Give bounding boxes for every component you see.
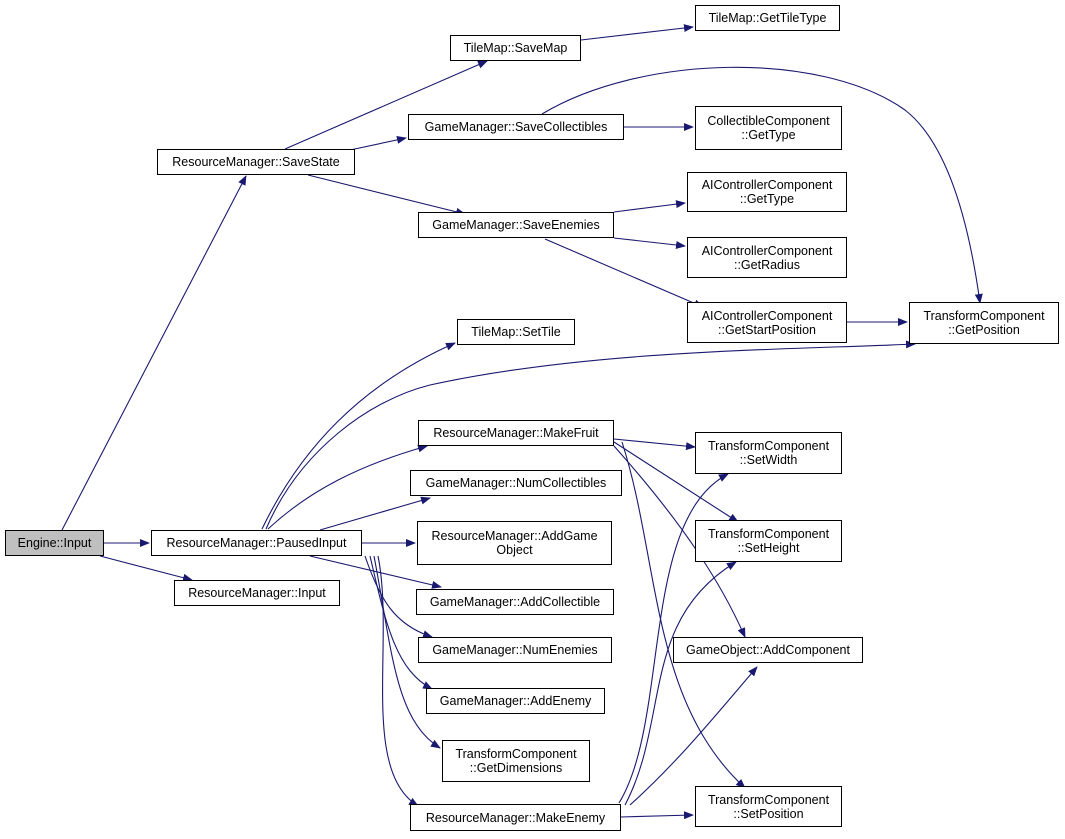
node-rm-pausedinput[interactable]: ResourceManager::PausedInput: [151, 530, 362, 556]
node-tc-setwidth[interactable]: TransformComponent ::SetWidth: [695, 432, 842, 474]
edge-makeenemy-to-addcomponent: [629, 666, 758, 806]
edge-saveenemies-to-ai-getradius: [613, 237, 686, 249]
edge-makeenemy-to-setwidth: [618, 473, 729, 804]
edge-pausedinput-to-numcollectibles: [319, 496, 431, 531]
node-rm-savestate[interactable]: ResourceManager::SaveState: [157, 149, 355, 175]
edge-saveenemies-to-ai-getstartposition: [544, 238, 704, 308]
edge-savemap-to-gettiletype: [580, 24, 694, 41]
node-rm-makefruit[interactable]: ResourceManager::MakeFruit: [418, 420, 614, 446]
edge-makefruit-to-setwidth: [613, 438, 696, 451]
node-go-addcomponent[interactable]: GameObject::AddComponent: [673, 637, 863, 663]
edge-engine-input-to-savestate: [61, 175, 247, 531]
node-engine-input[interactable]: Engine::Input: [5, 530, 104, 556]
node-gm-addenemy[interactable]: GameManager::AddEnemy: [426, 688, 605, 714]
edge-savecollectibles-to-getposition: [541, 66, 983, 304]
node-tc-getdimensions[interactable]: TransformComponent ::GetDimensions: [442, 740, 590, 782]
edge-savestate-to-savemap: [284, 60, 488, 150]
node-ai-getradius[interactable]: AIControllerComponent ::GetRadius: [687, 237, 847, 278]
node-tc-setposition[interactable]: TransformComponent ::SetPosition: [695, 786, 842, 827]
node-gm-savecollectibles[interactable]: GameManager::SaveCollectibles: [408, 114, 624, 140]
edge-pausedinput-to-addenemy: [369, 555, 433, 690]
node-rm-makeenemy[interactable]: ResourceManager::MakeEnemy: [410, 804, 621, 831]
node-rm-addgameobject[interactable]: ResourceManager::AddGame Object: [417, 521, 612, 565]
node-tm-settile[interactable]: TileMap::SetTile: [457, 319, 575, 345]
edge-savestate-to-savecollectibles: [349, 135, 407, 151]
edge-pausedinput-to-makeenemy: [377, 555, 419, 807]
edge-engine-input-to-rm-input: [99, 555, 193, 582]
edge-makefruit-to-addcomponent: [613, 445, 746, 638]
edge-saveenemies-to-ai-gettype: [613, 200, 686, 213]
node-cc-gettype[interactable]: CollectibleComponent ::GetType: [695, 106, 842, 150]
edge-makefruit-to-setposition: [621, 441, 746, 789]
edge-makeenemy-to-setposition: [620, 811, 694, 820]
node-rm-input[interactable]: ResourceManager::Input: [174, 580, 340, 606]
node-gm-numcollectibles[interactable]: GameManager::NumCollectibles: [410, 470, 622, 496]
node-tm-gettiletype[interactable]: TileMap::GetTileType: [695, 5, 840, 31]
edge-pausedinput-to-getposition: [265, 340, 916, 530]
edge-savestate-to-saveenemies: [307, 174, 466, 216]
node-tc-setheight[interactable]: TransformComponent ::SetHeight: [695, 520, 842, 562]
node-tm-savemap[interactable]: TileMap::SaveMap: [450, 35, 581, 61]
edge-makeenemy-to-setheight: [624, 561, 737, 806]
edge-pausedinput-to-addcollectible: [309, 555, 442, 589]
node-gm-saveenemies[interactable]: GameManager::SaveEnemies: [418, 212, 614, 238]
node-gm-numenemies[interactable]: GameManager::NumEnemies: [418, 637, 612, 663]
node-ai-gettype[interactable]: AIControllerComponent ::GetType: [687, 172, 847, 212]
edge-makefruit-to-setheight: [613, 441, 739, 523]
node-gm-addcollectible[interactable]: GameManager::AddCollectible: [416, 589, 614, 615]
edge-pausedinput-to-numenemies: [364, 555, 433, 639]
node-ai-getstartposition[interactable]: AIControllerComponent ::GetStartPosition: [687, 302, 847, 343]
edge-pausedinput-to-settile: [261, 342, 456, 530]
node-tc-getposition[interactable]: TransformComponent ::GetPosition: [909, 302, 1059, 344]
edge-pausedinput-to-getdimensions: [373, 555, 441, 749]
edge-pausedinput-to-makefruit: [267, 444, 428, 530]
